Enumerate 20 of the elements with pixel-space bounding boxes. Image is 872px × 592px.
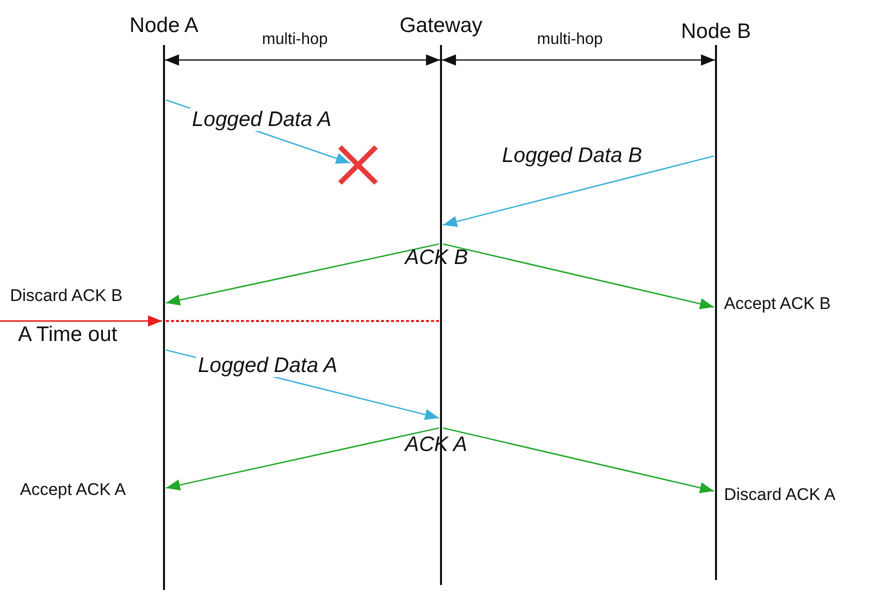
note-label: Accept ACK B [724, 295, 831, 314]
message-arrow [442, 243, 714, 310]
edge-label: Logged Data A [196, 354, 340, 378]
dimension-label: multi-hop [537, 31, 603, 49]
message-arrow [0, 315, 162, 327]
edge-label: Logged Data B [500, 144, 644, 168]
message-arrow [442, 155, 714, 227]
dimension-label: multi-hop [262, 31, 328, 49]
note-label: A Time out [18, 323, 118, 346]
note-label: Discard ACK B [10, 287, 122, 306]
message-arrow [442, 427, 714, 494]
edge-label: Logged Data A [190, 108, 334, 132]
message-arrow [166, 427, 440, 490]
note-label: Discard ACK A [724, 486, 836, 505]
timeout-line [166, 320, 439, 322]
note-label: Accept ACK A [20, 481, 126, 500]
participant-label: Node B [680, 20, 752, 44]
participant-label: Node A [130, 14, 198, 38]
participant-label: Gateway [400, 14, 482, 38]
message-arrow [166, 243, 440, 306]
